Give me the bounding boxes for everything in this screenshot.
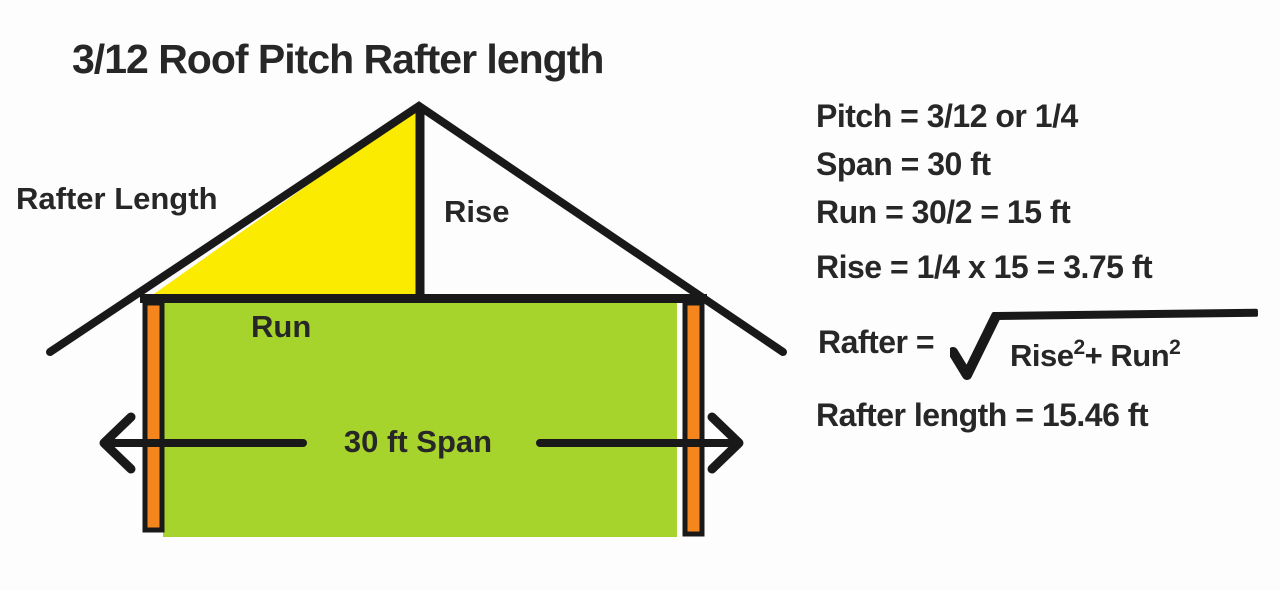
formula-run-exponent: 2: [1169, 336, 1181, 359]
formula-rise-exponent: 2: [1073, 336, 1085, 359]
rafter-length-label: Rafter Length: [16, 181, 218, 216]
roof-outline: [46, 101, 787, 356]
right-post: [682, 300, 705, 537]
span-label: 30 ft Span: [343, 424, 493, 459]
rise-equation: Rise = 1/4 x 15 = 3.75 ft: [816, 249, 1153, 285]
run-equation: Run = 30/2 = 15 ft: [816, 194, 1071, 230]
rafter-formula-expression: Rise2+ Run2: [1010, 336, 1181, 374]
left-post: [142, 300, 165, 533]
rafter-formula-lhs: Rafter =: [818, 324, 935, 360]
wall-rectangle: [163, 299, 677, 537]
rise-label: Rise: [444, 194, 510, 229]
formula-rise-term: Rise: [1010, 338, 1074, 373]
rafter-length-result: Rafter length = 15.46 ft: [816, 397, 1149, 433]
formula-run-term: + Run: [1084, 338, 1170, 373]
span-arrowhead-left: [99, 412, 136, 474]
square-root-icon: [950, 312, 1001, 380]
span-equation: Span = 30 ft: [816, 146, 991, 182]
page-title: 3/12 Roof Pitch Rafter length: [72, 36, 604, 82]
pitch-equation: Pitch = 3/12 or 1/4: [816, 98, 1078, 134]
run-label: Run: [251, 309, 312, 344]
span-arrowhead-right: [707, 412, 744, 474]
